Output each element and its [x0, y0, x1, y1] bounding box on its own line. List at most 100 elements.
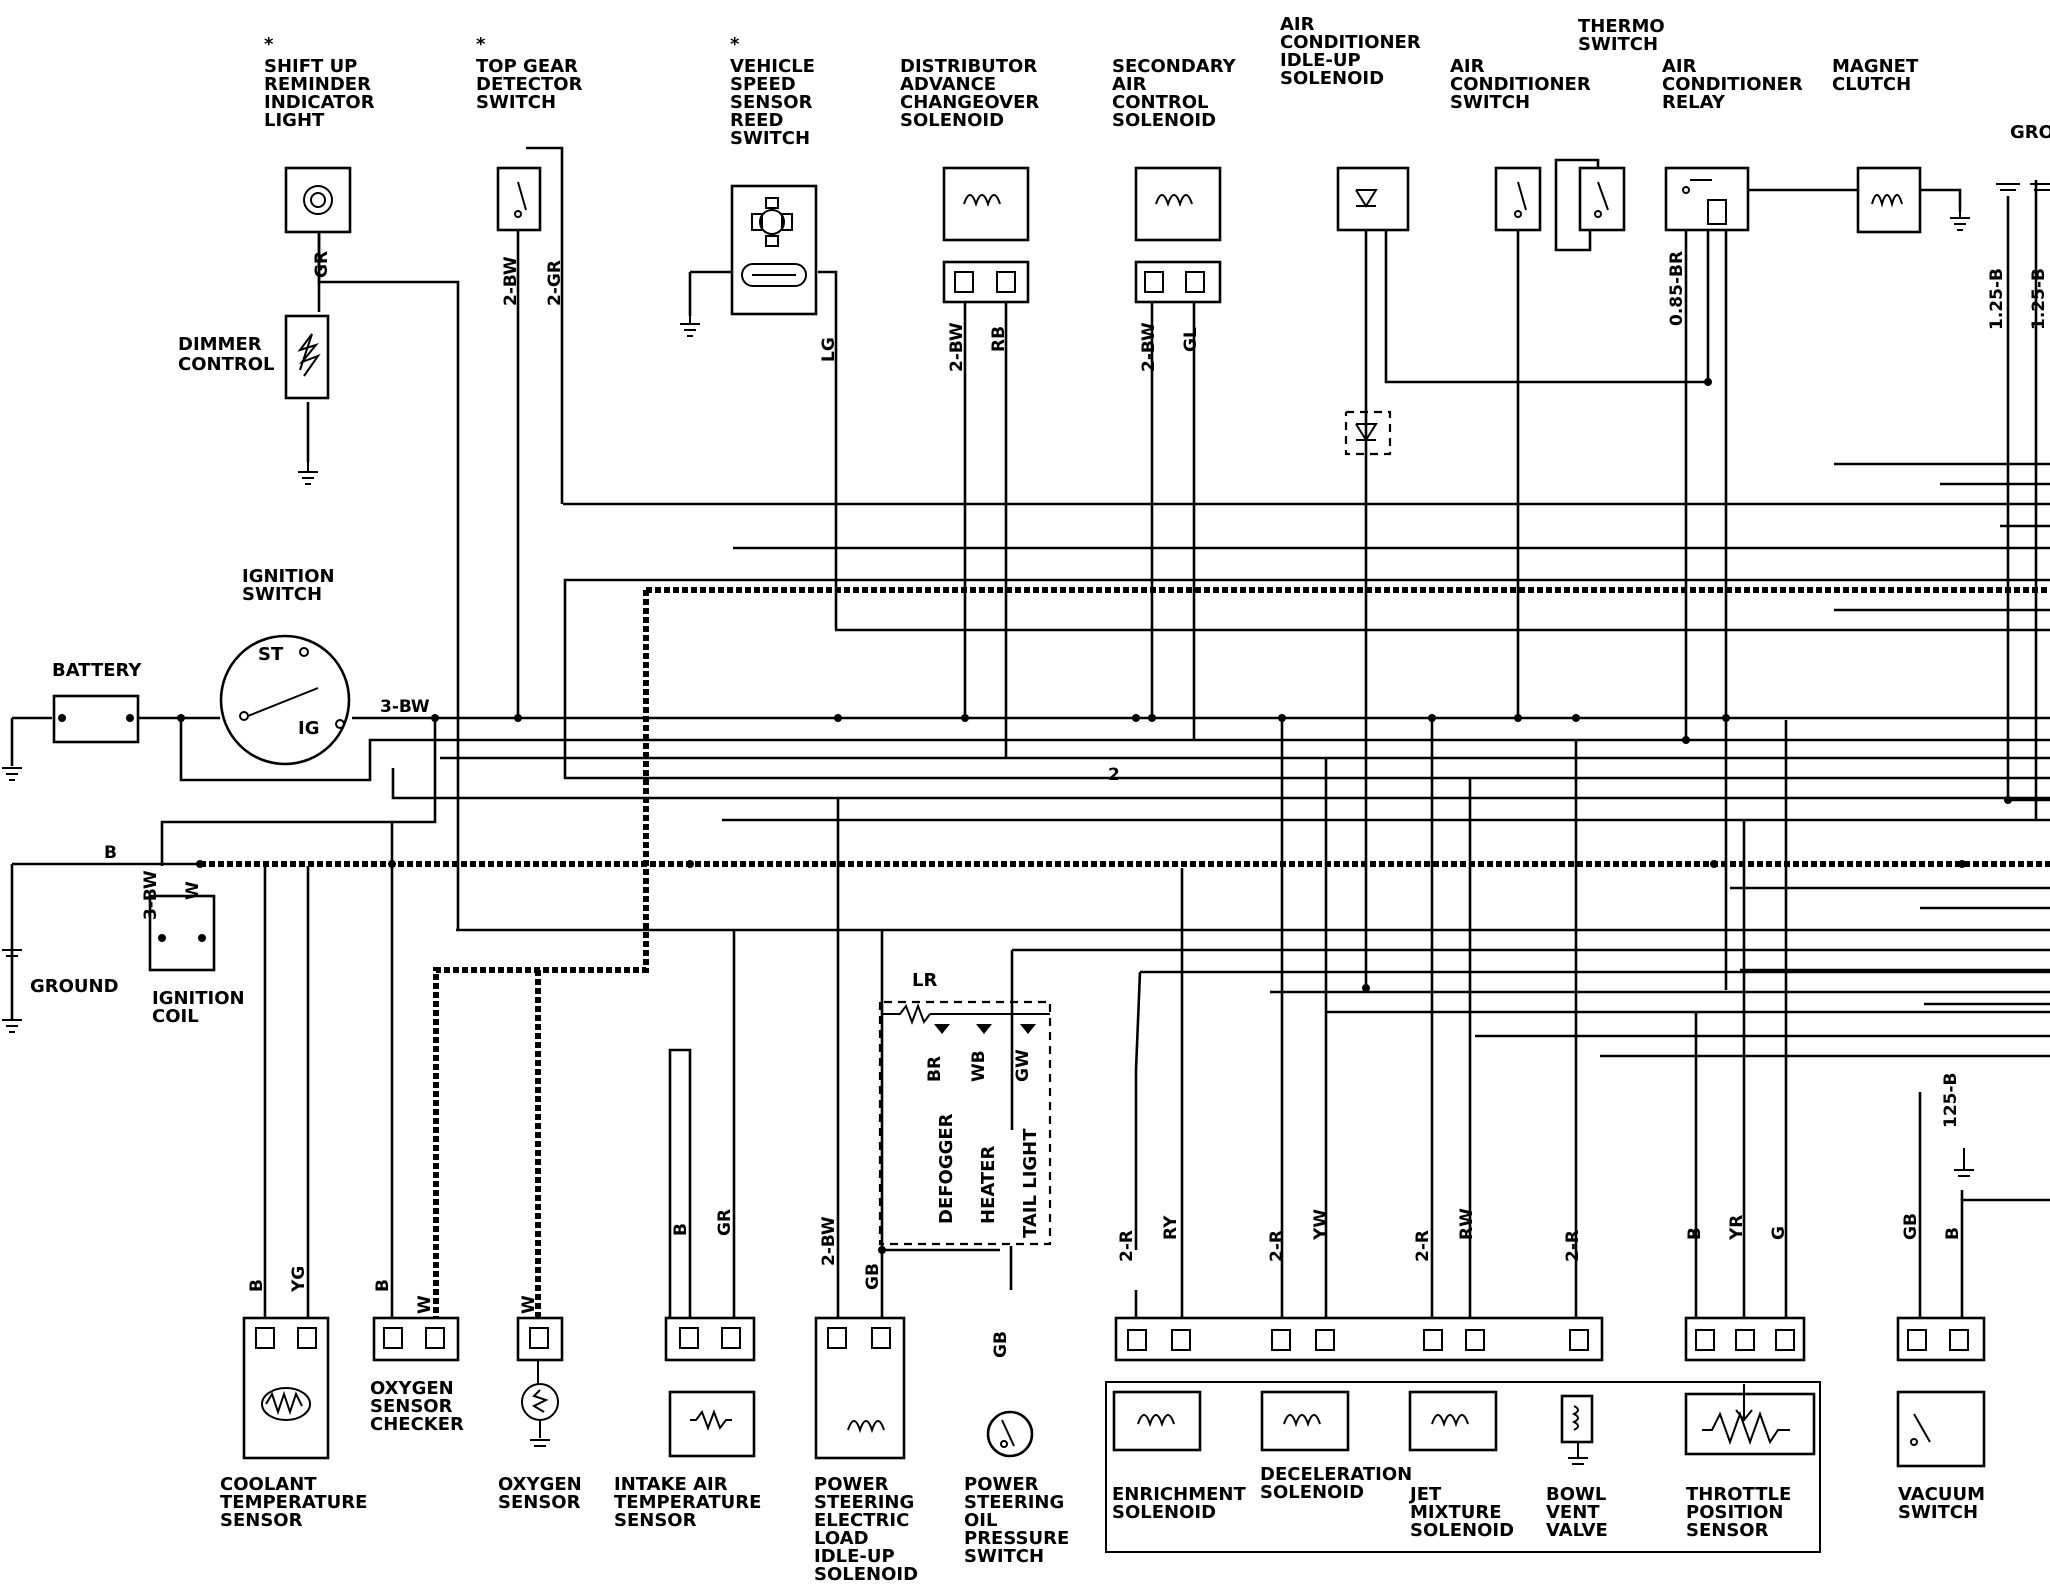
shift-up-reminder-light — [284, 166, 352, 234]
oxygen-sensor — [516, 1316, 564, 1447]
label-ac-switch-3: SWITCH — [1450, 92, 1530, 113]
label-iat-3: SENSOR — [614, 1510, 697, 1531]
label-ps-3: ELECTRIC — [814, 1510, 909, 1531]
label-iat-2: TEMPERATURE — [614, 1492, 761, 1513]
secondary-air-control-solenoid — [1134, 166, 1222, 304]
wire-085br: 0.85-BR — [1667, 251, 1687, 326]
enrichment-solenoid — [1112, 1390, 1202, 1452]
label-tail-light: TAIL LIGHT — [1020, 1128, 1041, 1238]
label-top-gear-2: DETECTOR — [476, 74, 583, 95]
wire-125b-c: 125-B — [1941, 1073, 1961, 1129]
label-ac-switch-1: AIR — [1450, 56, 1485, 77]
wire-br: BR — [925, 1056, 945, 1082]
wire-2gr: 2-GR — [545, 260, 565, 306]
label-osc-1: OXYGEN — [370, 1378, 454, 1399]
label-ac-idle-2: CONDITIONER — [1280, 32, 1421, 53]
label-top-gear-3: SWITCH — [476, 92, 556, 113]
ac-switch — [1494, 166, 1542, 232]
throttle-position-sensor — [1684, 1316, 1816, 1456]
wire-mark-2: 2 — [1108, 765, 1120, 785]
load-diodes — [882, 1003, 1050, 1034]
wire-gr: GR — [312, 251, 332, 278]
ground-icon — [1954, 1148, 1974, 1177]
battery — [52, 694, 140, 744]
wire-b-tps: B — [1685, 1227, 1705, 1240]
label-ac-relay-2: CONDITIONER — [1662, 74, 1803, 95]
label-ac-idle-3: IDLE-UP — [1280, 50, 1361, 71]
wire-gb-sw: GB — [991, 1331, 1011, 1358]
label-osc-3: CHECKER — [370, 1414, 464, 1435]
shielded-wires — [200, 587, 2050, 1320]
label-defogger: DEFOGGER — [936, 1113, 957, 1224]
label-shift-up-3: INDICATOR — [264, 92, 375, 113]
label-ground-left: GROUND — [30, 976, 119, 997]
label-shift-up-1: SHIFT UP — [264, 56, 357, 77]
wire-rb: RB — [989, 326, 1009, 352]
label-osc-2: SENSOR — [370, 1396, 453, 1417]
wire-yw: YW — [1311, 1209, 1331, 1241]
wire-b-vs: B — [1943, 1227, 1963, 1240]
ground-icon — [298, 462, 318, 485]
wire-3bw-b: 3-BW — [141, 870, 161, 920]
label-dimmer-2: CONTROL — [178, 354, 275, 375]
label-sec-air-1: SECONDARY — [1112, 56, 1237, 77]
label-ground-top: GRO — [2010, 122, 2050, 143]
label-ig: IG — [298, 718, 319, 739]
distributor-advance-solenoid — [942, 166, 1030, 304]
wire-yg: YG — [289, 1266, 309, 1293]
label-st: ST — [258, 644, 284, 665]
wire-2bw-c: 2-BW — [1139, 322, 1159, 372]
label-enrich-2: SOLENOID — [1112, 1502, 1216, 1523]
label-vac-2: SWITCH — [1898, 1502, 1978, 1523]
ground-icon — [2, 949, 22, 1033]
coolant-temperature-sensor — [242, 1316, 330, 1460]
label-enrich-1: ENRICHMENT — [1112, 1484, 1246, 1505]
wire-2r-c: 2-R — [1413, 1230, 1433, 1262]
label-bowl-1: BOWL — [1546, 1484, 1606, 1505]
wire-b-osc: B — [373, 1279, 393, 1292]
label-vss-3: SENSOR — [730, 92, 813, 113]
label-ac-relay-3: RELAY — [1662, 92, 1726, 113]
label-decel-2: SOLENOID — [1260, 1482, 1364, 1503]
ignition-coil — [148, 894, 216, 972]
ground-icon — [1568, 1442, 1588, 1465]
label-top-gear-1: TOP GEAR — [476, 56, 578, 77]
label-iat-1: INTAKE AIR — [614, 1474, 728, 1495]
label-psop-2: STEERING — [964, 1492, 1064, 1513]
label-vss-4: REED — [730, 110, 783, 131]
label-magnet-1: MAGNET — [1832, 56, 1919, 77]
wire-2r-a: 2-R — [1117, 1230, 1137, 1262]
load-labels: DEFOGGER HEATER TAIL LIGHT — [936, 1113, 1041, 1238]
label-bowl-2: VENT — [1546, 1502, 1600, 1523]
wire-2bw-d: 2-BW — [819, 1216, 839, 1266]
label-ign-coil-2: COIL — [152, 1006, 199, 1027]
label-coolant-1: COOLANT — [220, 1474, 317, 1495]
label-magnet-2: CLUTCH — [1832, 74, 1911, 95]
ac-idle-up-diode-box — [1344, 410, 1392, 456]
label-ac-idle-4: SOLENOID — [1280, 68, 1384, 89]
label-psop-1: POWER — [964, 1474, 1039, 1495]
label-dist-2: ADVANCE — [900, 74, 996, 95]
wire-gb-ps: GB — [863, 1263, 883, 1290]
top-gear-detector-switch — [496, 166, 542, 232]
label-ign-coil-1: IGNITION — [152, 988, 245, 1009]
label-o2-1: OXYGEN — [498, 1474, 582, 1495]
jet-mixture-solenoid — [1408, 1390, 1498, 1452]
vacuum-switch — [1896, 1316, 1986, 1468]
label-decel-1: DECELERATION — [1260, 1464, 1412, 1485]
dimmer-control — [284, 314, 330, 400]
power-steering-idle-up-solenoid — [814, 1316, 906, 1460]
asterisk-topgear: * — [476, 34, 486, 55]
ignition-switch — [219, 634, 351, 766]
label-ps-1: POWER — [814, 1474, 889, 1495]
wire-gb-vs: GB — [1901, 1213, 1921, 1240]
wire-2r-d: 2-R — [1563, 1230, 1583, 1262]
label-shift-up-4: LIGHT — [264, 110, 325, 131]
label-ac-idle-1: AIR — [1280, 14, 1315, 35]
ground-icon — [1996, 183, 2050, 191]
label-coolant-2: TEMPERATURE — [220, 1492, 367, 1513]
junction-dots — [177, 378, 2012, 1254]
label-battery: BATTERY — [52, 660, 142, 681]
label-tps-2: POSITION — [1686, 1502, 1784, 1523]
